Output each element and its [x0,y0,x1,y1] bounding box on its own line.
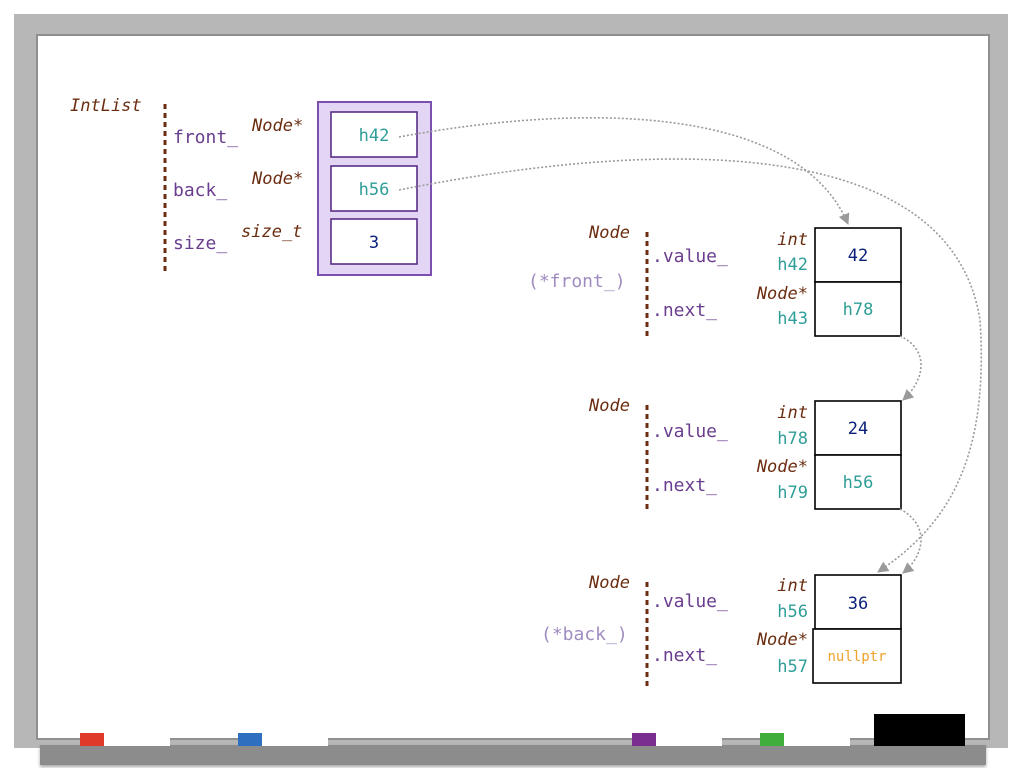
back-pointer-arrow [399,159,981,572]
back-member-type: Node* [251,169,303,189]
node-1-value-type: int [777,230,808,250]
node-1-value-field: .value_ [652,246,728,267]
node-3-next-addr: h57 [777,657,808,677]
node-1-value-addr: h42 [777,255,808,275]
node-2: Node .value_ int h78 24 .next_ Node* h79… [588,396,901,510]
node-2-value-type: int [777,403,808,423]
node-1-next-value: h78 [843,300,874,320]
node-3: Node (*back_) .value_ int h56 36 .next_ … [541,573,901,688]
back-member-name: back_ [173,180,227,201]
front-cell-value: h42 [359,126,390,146]
front-member-name: front_ [173,127,238,148]
node-3-next-type: Node* [756,630,808,650]
node-1-alias: (*front_) [528,271,626,292]
intlist-type-label: IntList [70,96,142,116]
node-1-type-label: Node [588,223,630,243]
node-2-value: 24 [848,419,868,439]
node-3-type-label: Node [588,573,630,593]
node-1-next-field: .next_ [652,300,717,321]
node-2-next-type: Node* [756,457,808,477]
node-2-value-field: .value_ [652,421,728,442]
node-3-value-field: .value_ [652,591,728,612]
node-2-type-label: Node [588,396,630,416]
node-2-next-arrow [900,509,921,573]
node-1-next-type: Node* [756,284,808,304]
node-1-next-addr: h43 [777,309,808,329]
size-member-name: size_ [173,233,227,254]
node-2-next-addr: h79 [777,483,808,503]
size-member-type: size_t [241,222,302,242]
node-1: Node (*front_) .value_ int h42 42 .next_… [528,223,901,337]
node-3-value: 36 [848,594,868,614]
intlist-object: IntList front_ Node* h42 back_ Node* h56… [70,96,431,275]
node-2-next-value: h56 [843,473,874,493]
node-3-next-field: .next_ [652,645,717,666]
size-cell-value: 3 [369,233,379,253]
node-3-alias: (*back_) [541,624,628,645]
node-3-next-value: nullptr [827,649,886,665]
node-3-value-type: int [777,576,808,596]
node-1-next-arrow [900,336,921,400]
front-pointer-arrow [399,118,848,224]
node-2-value-addr: h78 [777,429,808,449]
node-3-value-addr: h56 [777,602,808,622]
back-cell-value: h56 [359,180,390,200]
node-2-next-field: .next_ [652,475,717,496]
front-member-type: Node* [251,116,303,136]
node-1-value: 42 [848,246,868,266]
